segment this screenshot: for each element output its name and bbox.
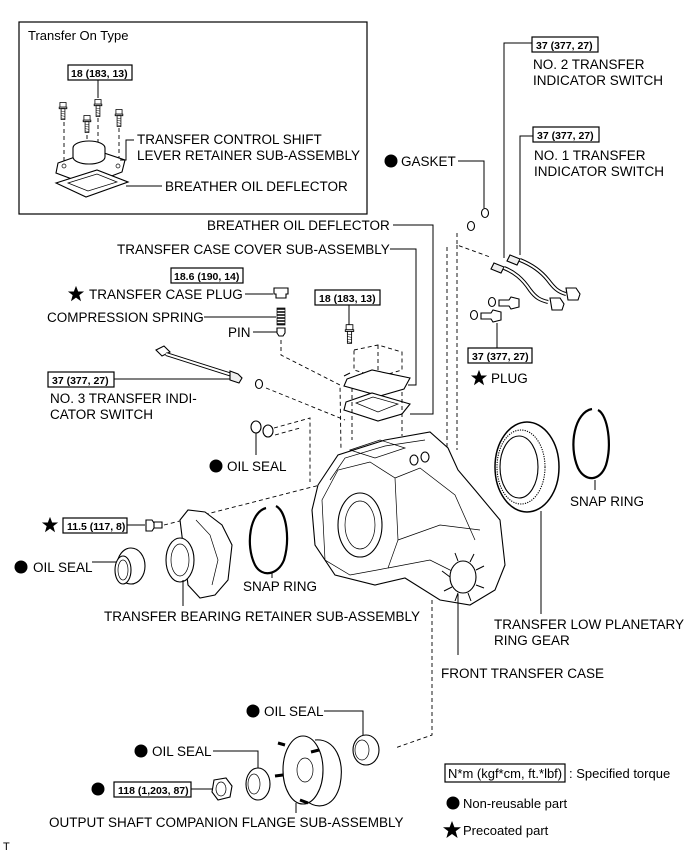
inset-label-shift-1: TRANSFER CONTROL SHIFT [137, 132, 322, 147]
callout-companion-flange: OUTPUT SHAFT COMPANION FLANGE SUB-ASSEMB… [49, 815, 404, 830]
inset-torque-label: 18 (183, 13) [71, 68, 128, 80]
inset-deflector-drawing [54, 169, 130, 198]
no3-switch-torque: 37 (377, 27) [52, 375, 109, 387]
case-cover-drawing [343, 344, 411, 440]
pin-label: PIN [228, 325, 251, 340]
retainer-bolt-torque: 11.5 (117, 8) [67, 521, 125, 533]
callout-bearing-retainer: TRANSFER BEARING RETAINER SUB-ASSEMBLY [104, 609, 420, 624]
no3-switch-label-2: CATOR SWITCH [50, 407, 153, 422]
callout-oil-seal-upper: OIL SEAL [209, 417, 311, 482]
compression-spring-label: COMPRESSION SPRING [47, 310, 204, 325]
no3-switch-label-1: NO. 3 TRANSFER INDI- [50, 391, 197, 406]
callout-breather-oil-deflector: BREATHER OIL DEFLECTOR [207, 218, 434, 415]
no1-switch-label-1: NO. 1 TRANSFER [534, 148, 646, 163]
precoated-icon [470, 369, 488, 386]
precoated-icon [443, 821, 461, 838]
callout-oil-seal-rear: OIL SEAL [246, 704, 380, 766]
precoated-icon [67, 285, 85, 302]
no1-switch-torque: 37 (377, 27) [537, 130, 594, 142]
non-reusable-icon [209, 459, 223, 473]
companion-flange-label: OUTPUT SHAFT COMPANION FLANGE SUB-ASSEMB… [49, 815, 404, 830]
non-reusable-icon [446, 796, 460, 810]
callout-retainer-bolt: 11.5 (117, 8) [41, 484, 321, 534]
oil-seal-left-label: OIL SEAL [33, 560, 93, 575]
cover-bolt-torque: 18 (183, 13) [319, 293, 376, 305]
inset-label-breather: BREATHER OIL DEFLECTOR [165, 179, 348, 194]
breather-deflector-part [343, 392, 411, 422]
gasket-label: GASKET [401, 154, 456, 169]
inset-title: Transfer On Type [28, 28, 128, 43]
callout-compression-spring: COMPRESSION SPRING [47, 307, 286, 326]
no2-switch-label-2: INDICATOR SWITCH [533, 73, 663, 88]
non-reusable-icon [14, 560, 28, 574]
legend-torque-desc: : Specified torque [569, 766, 670, 781]
case-plug-torque: 18.6 (190, 14) [174, 271, 239, 283]
no2-switch-label-1: NO. 2 TRANSFER [533, 57, 645, 72]
callout-front-transfer-case: FRONT TRANSFER CASE [441, 666, 604, 681]
no1-switch-label-2: INDICATOR SWITCH [534, 164, 664, 179]
bearing-retainer-drawing [165, 509, 233, 606]
front-transfer-case-drawing [311, 431, 506, 655]
callout-oil-seal-flange: OIL SEAL [134, 744, 271, 801]
callout-no3-switch: 37 (377, 27) NO. 3 TRANSFER INDI- CATOR … [47, 345, 346, 422]
callout-snap-ring-left: SNAP RING [243, 505, 317, 594]
callout-case-cover: TRANSFER CASE COVER SUB-ASSEMBLY [117, 242, 417, 386]
plug-torque: 37 (377, 27) [472, 351, 529, 363]
snap-ring-right-label: SNAP RING [570, 494, 644, 509]
ring-gear-label-1: TRANSFER LOW PLANETARY [494, 617, 684, 632]
legend: N*m (kgf*cm, ft.*lbf) : Specified torque… [443, 763, 670, 838]
oil-seal-upper-label: OIL SEAL [227, 459, 287, 474]
legend-torque-box [444, 763, 566, 783]
plug-label: PLUG [491, 371, 528, 386]
callout-flange-nut: 118 (1,203, 87) [91, 777, 233, 801]
callout-gasket: GASKET [384, 154, 490, 232]
footer-code: T [3, 841, 10, 853]
ring-gear-drawing [494, 421, 560, 614]
indicator-switches-drawing [490, 254, 581, 311]
callout-no2-switch: 37 (377, 27) NO. 2 TRANSFER INDICATOR SW… [503, 36, 663, 258]
non-reusable-icon [134, 744, 148, 758]
inset-torque-box [67, 64, 133, 81]
case-plug-part [273, 287, 289, 299]
front-transfer-case-label: FRONT TRANSFER CASE [441, 666, 604, 681]
callout-no1-switch: 37 (377, 27) NO. 1 TRANSFER INDICATOR SW… [519, 126, 664, 255]
callout-ring-gear: TRANSFER LOW PLANETARY RING GEAR [494, 617, 684, 648]
bearing-retainer-label: TRANSFER BEARING RETAINER SUB-ASSEMBLY [104, 609, 420, 624]
legend-torque-units: N*m (kgf*cm, ft.*lbf) [448, 766, 562, 781]
callout-plug: 37 (377, 27) PLUG [467, 296, 533, 386]
callout-oil-seal-left: OIL SEAL [14, 547, 146, 585]
precoated-icon [41, 516, 59, 533]
gasket-ring [480, 207, 490, 219]
oil-seal-rear-label: OIL SEAL [264, 704, 324, 719]
callout-transfer-case-plug: 18.6 (190, 14) TRANSFER CASE PLUG [67, 267, 289, 302]
flange-nut-torque: 118 (1,203, 87) [118, 785, 189, 797]
no2-switch-torque: 37 (377, 27) [536, 40, 593, 52]
callout-cover-bolt: 18 (183, 13) [314, 289, 381, 344]
case-cover-label: TRANSFER CASE COVER SUB-ASSEMBLY [117, 242, 390, 257]
inset-label-shift-2: LEVER RETAINER SUB-ASSEMBLY [137, 148, 360, 163]
non-reusable-icon [246, 704, 260, 718]
inset-transfer-on-type: Transfer On Type 18 (183, 13) TRANSFER [18, 21, 368, 215]
ring-gear-label-2: RING GEAR [494, 633, 570, 648]
non-reusable-icon [384, 154, 398, 168]
snap-ring-left-label: SNAP RING [243, 579, 317, 594]
case-plug-label: TRANSFER CASE PLUG [89, 287, 243, 302]
companion-flange-drawing [274, 735, 342, 813]
legend-non-reusable: Non-reusable part [463, 796, 567, 811]
legend-precoated: Precoated part [463, 823, 549, 838]
bolt-icon [344, 324, 355, 344]
callout-pin: PIN [228, 325, 342, 451]
callout-snap-ring-right: SNAP RING [570, 407, 644, 509]
breather-oil-deflector-label: BREATHER OIL DEFLECTOR [207, 218, 390, 233]
oil-seal-flange-label: OIL SEAL [152, 744, 212, 759]
non-reusable-icon [91, 782, 105, 796]
